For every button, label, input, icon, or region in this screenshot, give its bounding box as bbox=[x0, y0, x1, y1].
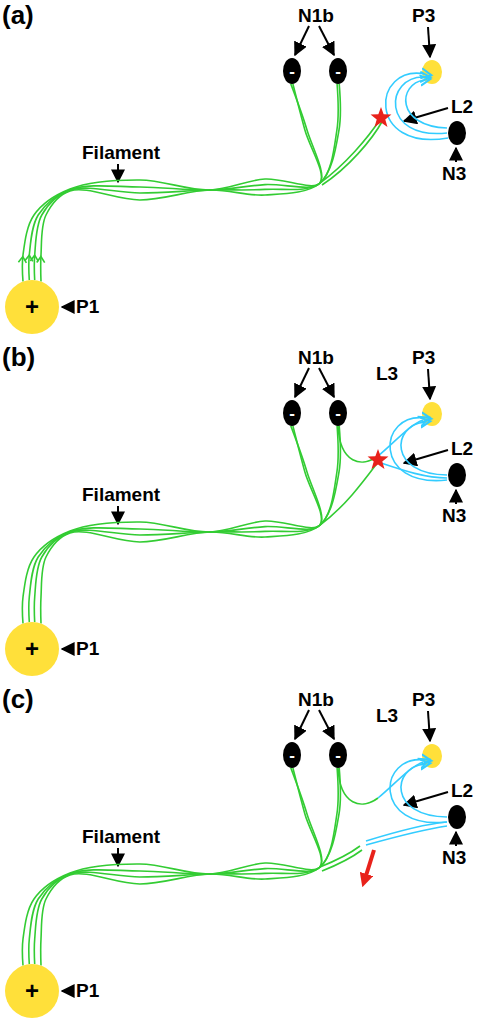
polarity-sign: - bbox=[289, 63, 295, 80]
cyan-field-line bbox=[366, 822, 447, 841]
negative-polarity: - bbox=[329, 58, 347, 84]
region-label: Filament bbox=[82, 485, 160, 504]
field-line-strand bbox=[34, 84, 338, 280]
panel-c bbox=[62, 710, 466, 991]
green-field-line bbox=[320, 462, 378, 525]
region-label: N3 bbox=[442, 164, 466, 183]
l3-loop bbox=[338, 762, 423, 804]
region-label: Filament bbox=[82, 143, 160, 162]
reconnection-star bbox=[371, 107, 392, 127]
field-direction-arrowhead bbox=[37, 256, 45, 262]
negative-polarity: - bbox=[283, 400, 301, 426]
positive-polarity: + bbox=[5, 964, 59, 1018]
cyan-loops bbox=[390, 760, 447, 823]
field-line-strand bbox=[34, 426, 338, 622]
panel-label: (c) bbox=[2, 686, 34, 712]
field-line-strand bbox=[22, 768, 321, 966]
cyan-loops bbox=[390, 418, 447, 481]
green-field-line bbox=[322, 850, 362, 871]
field-line-strand bbox=[22, 426, 321, 624]
polarity-sign: - bbox=[289, 747, 295, 764]
region-label: P3 bbox=[412, 690, 435, 709]
cyan-loop bbox=[386, 73, 448, 139]
field-line-strand bbox=[29, 426, 322, 622]
region-label: N3 bbox=[442, 506, 466, 525]
polarity-sign: - bbox=[289, 405, 295, 422]
polarity-sign: + bbox=[25, 637, 39, 661]
panel-a bbox=[62, 26, 466, 307]
region-label: L2 bbox=[451, 97, 473, 116]
field-line-strand bbox=[29, 84, 322, 280]
region-label: L3 bbox=[376, 364, 398, 383]
panel-b bbox=[62, 368, 466, 649]
negative-polarity: - bbox=[283, 742, 301, 768]
region-label: N1b bbox=[298, 348, 334, 367]
positive-polarity: + bbox=[5, 622, 59, 676]
negative-polarity: - bbox=[283, 58, 301, 84]
cyan-field-line bbox=[366, 826, 447, 845]
magnetic-field-line bbox=[34, 426, 340, 624]
region-label: P1 bbox=[76, 639, 99, 658]
region-label: N3 bbox=[442, 848, 466, 867]
cyan-field-line bbox=[378, 462, 447, 478]
region-label: N1b bbox=[298, 690, 334, 709]
magnetic-field-line bbox=[30, 84, 340, 282]
positive-polarity: + bbox=[5, 280, 59, 334]
cyan-loop bbox=[406, 80, 447, 128]
field-line-strand bbox=[22, 84, 321, 282]
reconnection-star bbox=[368, 449, 389, 469]
polarity-sign: - bbox=[335, 63, 341, 80]
polarity-sign: + bbox=[25, 295, 39, 319]
l3-loop bbox=[338, 420, 423, 462]
region-label: P3 bbox=[412, 348, 435, 367]
region-label: P1 bbox=[76, 981, 99, 1000]
field-line-strand bbox=[29, 768, 322, 964]
field-line-strand bbox=[41, 84, 341, 282]
region-label: P1 bbox=[76, 297, 99, 316]
field-line-strand bbox=[34, 768, 338, 964]
eruption-arrow bbox=[364, 850, 374, 882]
region-label: L2 bbox=[451, 781, 473, 800]
negative-polarity: - bbox=[329, 400, 347, 426]
green-field-line bbox=[320, 118, 381, 183]
region-label: L2 bbox=[451, 439, 473, 458]
cyan-loop bbox=[395, 77, 447, 134]
panel-label: (a) bbox=[2, 2, 34, 28]
polarity-sign: + bbox=[25, 979, 39, 1003]
field-line-strand bbox=[41, 426, 341, 624]
magnetic-field-line bbox=[22, 426, 321, 624]
region-label: Filament bbox=[82, 827, 160, 846]
region-label: P3 bbox=[412, 6, 435, 25]
polarity-set bbox=[62, 710, 466, 991]
green-field-line bbox=[322, 120, 383, 185]
region-label: L3 bbox=[376, 706, 398, 725]
magnetic-field-line bbox=[34, 768, 340, 966]
polarity-sign: - bbox=[335, 405, 341, 422]
magnetic-field-line bbox=[18, 84, 321, 282]
region-label: N1b bbox=[298, 6, 334, 25]
polarity-set bbox=[62, 368, 466, 649]
polarity-set bbox=[62, 26, 466, 307]
field-line-strand bbox=[41, 768, 341, 966]
magnetic-field-line bbox=[22, 768, 321, 966]
negative-polarity: - bbox=[329, 742, 347, 768]
panel-label: (b) bbox=[2, 344, 35, 370]
polarity-sign: - bbox=[335, 747, 341, 764]
